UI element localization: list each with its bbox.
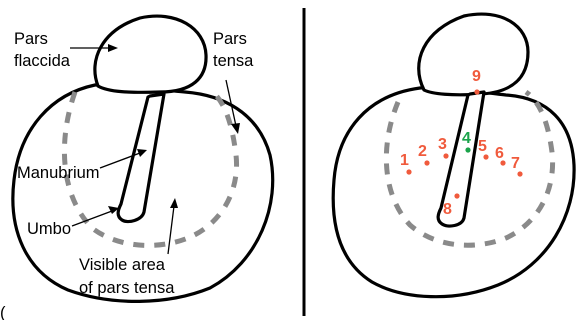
pars-flaccida-label-line1: Pars (14, 30, 48, 48)
point-7-marker (517, 171, 522, 176)
pars-tensa-label-line1: Pars (213, 30, 247, 48)
point-9-label: 9 (472, 68, 481, 85)
point-8-marker (454, 193, 459, 198)
point-1-marker (406, 169, 411, 174)
pars-flaccida-label-line2: flaccida (14, 52, 71, 70)
visible-area-label-line1: Visible area (79, 256, 166, 274)
point-9-marker (474, 89, 479, 94)
point-8-label: 8 (443, 201, 452, 218)
point-2-marker (424, 160, 429, 165)
point-3-marker (443, 153, 448, 158)
point-1-label: 1 (400, 152, 409, 169)
point-7-label: 7 (511, 155, 520, 172)
manubrium-label: Manubrium (17, 164, 100, 182)
left-panel: Pars flaccida Pars tensa Manubrium Umbo … (0, 16, 273, 320)
corner-mark: ( (0, 304, 6, 320)
point-2-label: 2 (418, 143, 427, 160)
point-6-label: 6 (495, 145, 504, 162)
visible-area-label-line2: of pars tensa (79, 279, 175, 297)
pars-flaccida-outline (95, 16, 206, 92)
point-4-label: 4 (462, 130, 471, 147)
point-3-label: 3 (438, 136, 447, 153)
umbo-label: Umbo (27, 220, 71, 238)
point-5-label: 5 (478, 138, 487, 155)
point-5-marker (483, 154, 488, 159)
pars-tensa-label-line2: tensa (213, 52, 254, 70)
point-4-marker (465, 147, 470, 152)
